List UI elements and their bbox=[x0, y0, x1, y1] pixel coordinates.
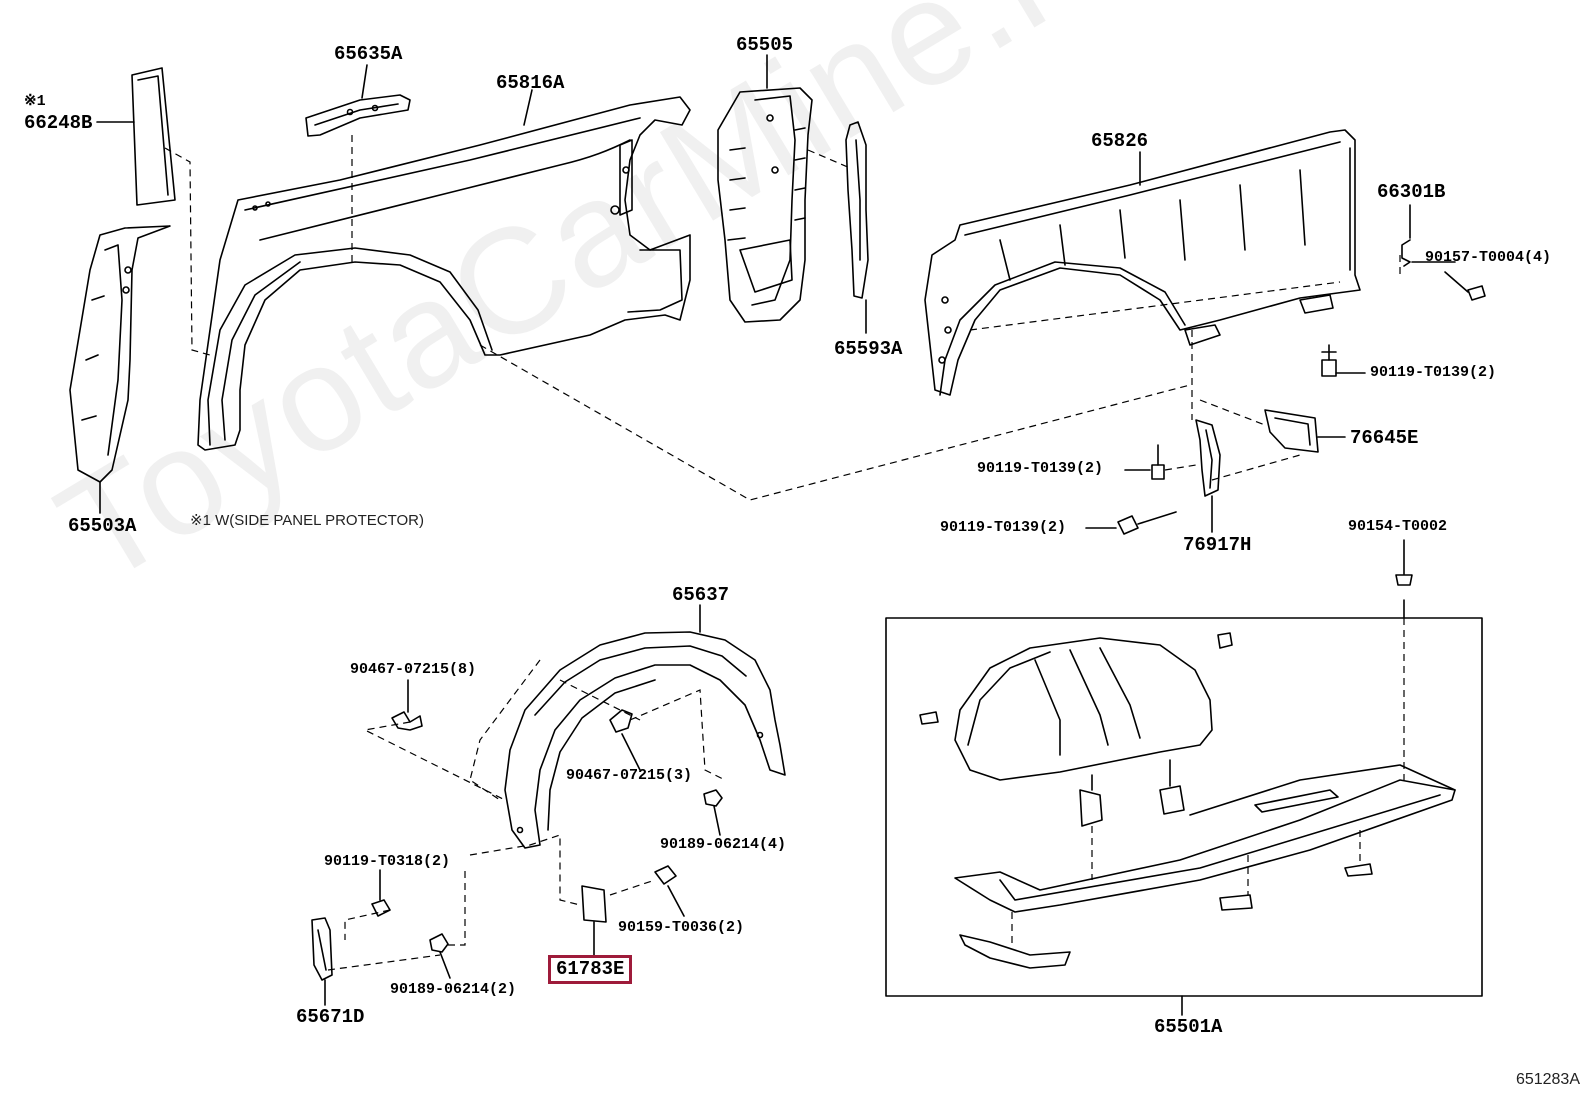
hook-66301B bbox=[1401, 239, 1411, 267]
diagram-reference: 651283A bbox=[1515, 1071, 1580, 1088]
part-label-65826[interactable]: 65826 bbox=[1091, 130, 1149, 152]
part-label-65593A[interactable]: 65593A bbox=[834, 338, 903, 360]
part-label-90159-T0036[interactable]: 90159-T0036(2) bbox=[618, 919, 745, 936]
clip-90189-bottom bbox=[429, 933, 449, 953]
part-label-65816A[interactable]: 65816A bbox=[496, 72, 565, 94]
part-label-65671D[interactable]: 65671D bbox=[296, 1006, 365, 1028]
part-label-66248B-mark: ※1 bbox=[24, 93, 46, 110]
part-label-90157-T0004[interactable]: 90157-T0004(4) bbox=[1425, 249, 1552, 266]
bolt-90119-mid bbox=[1151, 444, 1165, 480]
part-label-65637[interactable]: 65637 bbox=[672, 584, 730, 606]
quarter-panel-65816A bbox=[197, 96, 691, 451]
part-label-65635A[interactable]: 65635A bbox=[334, 43, 403, 65]
wheel-liner-65637 bbox=[504, 631, 786, 849]
part-label-90119-T0139-mid[interactable]: 90119-T0139(2) bbox=[977, 460, 1104, 477]
part-label-66301B[interactable]: 66301B bbox=[1377, 181, 1446, 203]
part-label-90154-T0002[interactable]: 90154-T0002 bbox=[1348, 518, 1448, 535]
bracket-76917H bbox=[1195, 419, 1221, 497]
part-label-65501A[interactable]: 65501A bbox=[1154, 1016, 1223, 1038]
reinforcement-65593A bbox=[845, 121, 869, 299]
bracket-65635A bbox=[305, 94, 411, 137]
assembly-box-65501A bbox=[885, 617, 1483, 997]
clip-90189-right bbox=[703, 789, 723, 807]
bolt-90159 bbox=[654, 865, 685, 917]
bolt-90119-upper bbox=[1321, 344, 1337, 377]
part-label-90119-T0139-low[interactable]: 90119-T0139(2) bbox=[940, 519, 1067, 536]
assembly-lines bbox=[164, 135, 1405, 971]
part-label-90467-07215-mid[interactable]: 90467-07215(3) bbox=[566, 767, 693, 784]
bolt-90154 bbox=[1395, 539, 1413, 586]
side-panel-protector-66248B bbox=[131, 67, 176, 206]
part-label-65503A[interactable]: 65503A bbox=[68, 515, 137, 537]
pillar-65503A bbox=[69, 225, 171, 483]
bed-inner-panel-65826 bbox=[924, 129, 1361, 396]
part-label-76917H[interactable]: 76917H bbox=[1183, 534, 1252, 556]
bolt-90119-low bbox=[1117, 511, 1177, 535]
part-label-90189-06214-right[interactable]: 90189-06214(4) bbox=[660, 836, 787, 853]
inner-panel-65505 bbox=[717, 87, 813, 323]
part-label-61783E-highlighted[interactable]: 61783E bbox=[548, 955, 633, 984]
clip-90467-mid bbox=[609, 709, 633, 733]
part-label-65505[interactable]: 65505 bbox=[736, 34, 794, 56]
wheel-housing bbox=[919, 632, 1233, 827]
part-label-90467-07215-top[interactable]: 90467-07215(8) bbox=[350, 661, 477, 678]
bolt-90157 bbox=[1444, 271, 1486, 301]
footnote-side-panel-protector: ※1 W(SIDE PANEL PROTECTOR) bbox=[190, 512, 424, 529]
bracket-65671D bbox=[311, 917, 333, 981]
bracket-76645E bbox=[1264, 409, 1319, 453]
part-label-66248B[interactable]: 66248B bbox=[24, 112, 93, 134]
clip-90467-top bbox=[391, 711, 423, 731]
floor-rail bbox=[954, 764, 1456, 969]
part-label-90119-T0139-upper[interactable]: 90119-T0139(2) bbox=[1370, 364, 1497, 381]
part-label-76645E[interactable]: 76645E bbox=[1350, 427, 1419, 449]
part-label-90189-06214-bottom[interactable]: 90189-06214(2) bbox=[390, 981, 517, 998]
bolt-90119-T0318 bbox=[371, 869, 391, 917]
bracket-61783E bbox=[581, 885, 607, 956]
part-label-90119-T0318[interactable]: 90119-T0318(2) bbox=[324, 853, 451, 870]
